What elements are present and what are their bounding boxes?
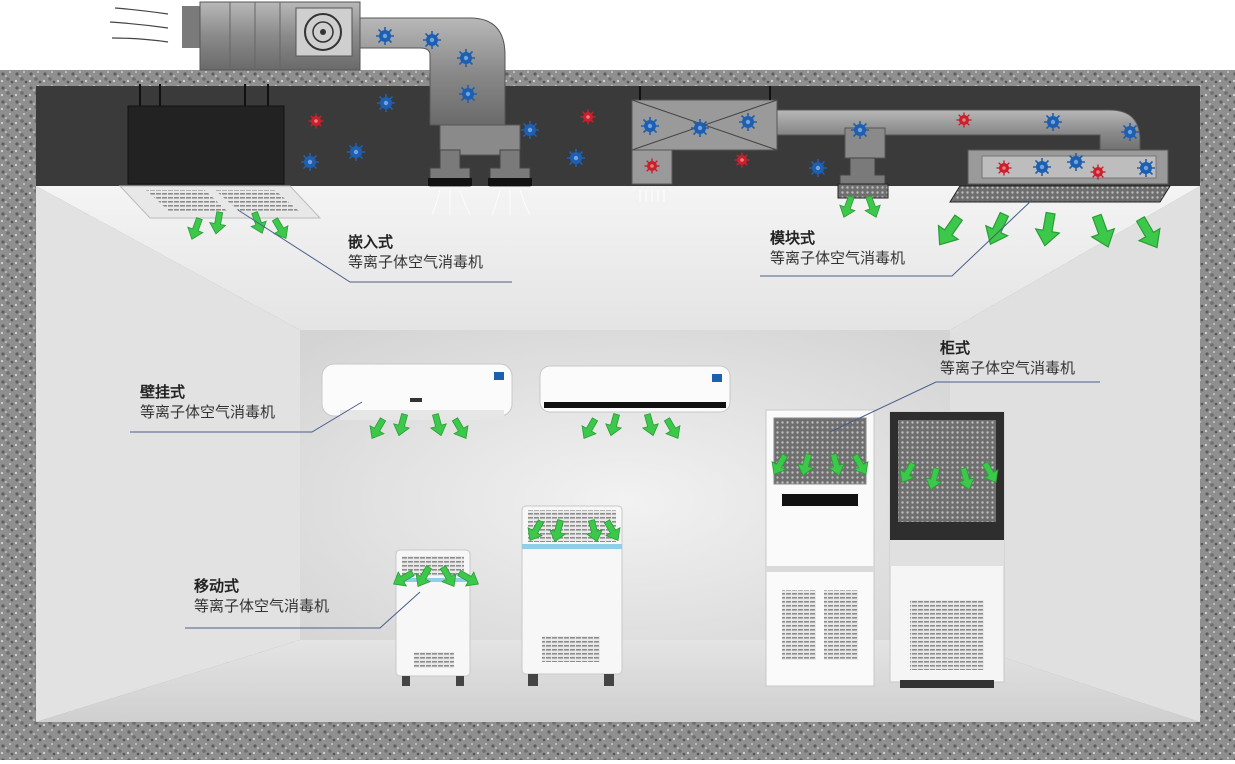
label-wall-name: 等离子体空气消毒机 [140, 403, 276, 422]
mobile-sterilizer-small [395, 549, 471, 686]
label-modular: 模块式 等离子体空气消毒机 [770, 228, 905, 269]
room-right-wall [950, 186, 1200, 722]
cabinet-sterilizer-1 [765, 409, 875, 687]
label-mobile: 移动式 等离子体空气消毒机 [194, 576, 329, 617]
label-embedded: 嵌入式 等离子体空气消毒机 [348, 232, 483, 273]
wall-sterilizer-1 [321, 363, 513, 420]
embedded-sterilizer [118, 84, 322, 219]
cabinet-sterilizer-2 [889, 411, 1005, 688]
label-modular-type: 模块式 [770, 229, 816, 247]
label-cabinet-name: 等离子体空气消毒机 [940, 359, 1076, 378]
fan-icon [304, 13, 342, 51]
room-left-wall [36, 186, 300, 722]
room-ceiling [36, 186, 1200, 330]
label-cabinet-type: 柜式 [940, 339, 971, 357]
label-embedded-name: 等离子体空气消毒机 [348, 253, 484, 272]
label-wall: 壁挂式 等离子体空气消毒机 [140, 382, 275, 423]
label-mobile-name: 等离子体空气消毒机 [194, 597, 330, 616]
leader-lines [130, 199, 1100, 629]
label-embedded-type: 嵌入式 [348, 233, 394, 251]
label-cabinet: 柜式 等离子体空气消毒机 [940, 338, 1075, 379]
label-mobile-type: 移动式 [194, 577, 240, 595]
air-handling-unit [109, 1, 361, 71]
label-modular-name: 等离子体空气消毒机 [770, 249, 906, 268]
label-wall-type: 壁挂式 [140, 383, 186, 401]
mobile-sterilizer-large [521, 505, 623, 686]
wall-sterilizer-2 [539, 365, 731, 413]
